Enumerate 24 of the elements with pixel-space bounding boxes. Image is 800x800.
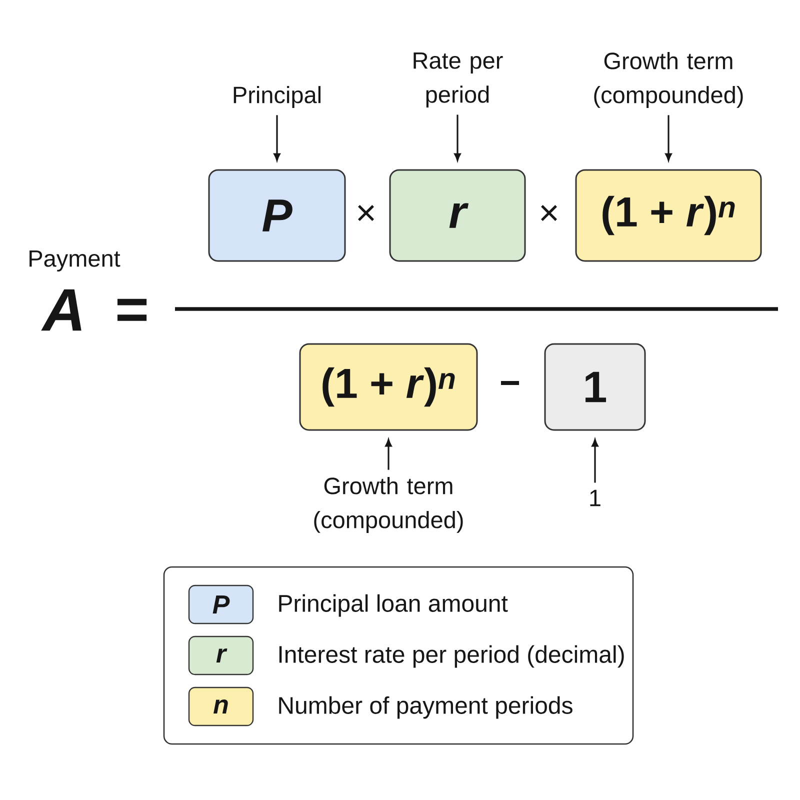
term-box: r [389, 169, 526, 262]
term-label: Growth term (compounded) [594, 52, 743, 108]
times-sign: × [541, 205, 558, 222]
arrow [274, 115, 280, 161]
arrow [665, 115, 672, 161]
arrow [592, 439, 598, 483]
variable-symbol: A [41, 289, 82, 331]
term-box: (1 + r)$^{n}$ [575, 169, 762, 262]
legend-text: Number of payment periods [279, 696, 572, 719]
times-sign: × [358, 205, 374, 222]
variable-label: Payment [30, 250, 120, 272]
term-label: Principal [234, 86, 320, 108]
term-box: 1 [544, 343, 646, 431]
term-label: Growth term (compounded) [314, 477, 463, 533]
term-box: P [208, 169, 346, 262]
arrow [385, 439, 392, 470]
term-label: 1 [590, 490, 600, 506]
term-box: (1 + r)$^{n}$ [299, 343, 478, 431]
legend-text: Principal loan amount [279, 594, 508, 617]
legend-text: Interest rate per period (decimal) [279, 645, 624, 668]
minus-sign: − [500, 381, 520, 385]
equals-sign: = [117, 298, 147, 321]
term-label: Rate per period [414, 52, 503, 108]
arrow [454, 114, 461, 161]
